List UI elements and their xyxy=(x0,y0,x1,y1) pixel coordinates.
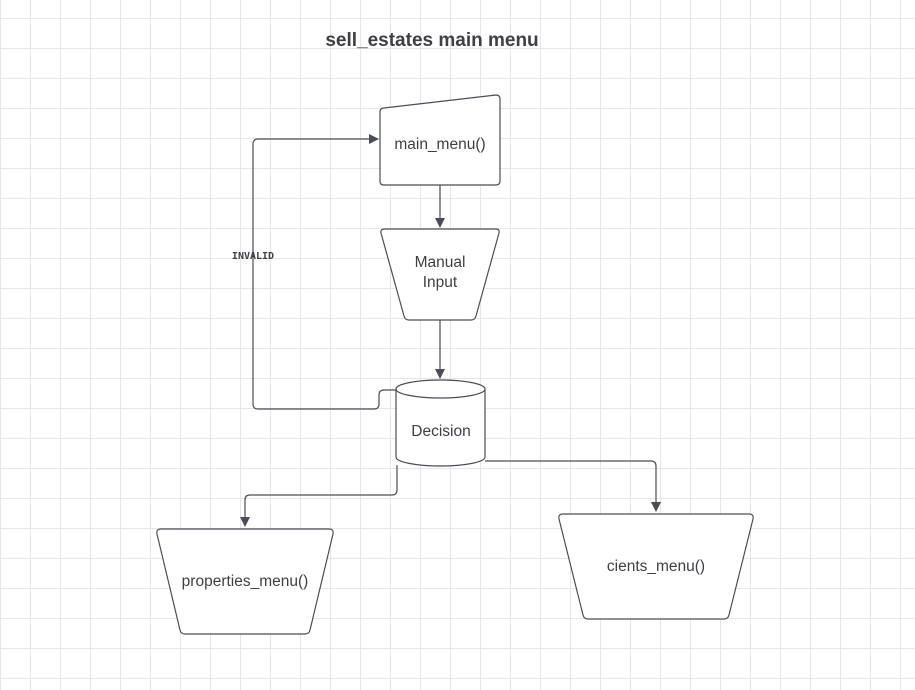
node-decision[interactable]: Decision xyxy=(395,379,486,467)
main-menu-shape[interactable] xyxy=(379,94,501,186)
arrowhead-input-to-decision xyxy=(435,369,445,379)
edge-decision-to-properties[interactable] xyxy=(244,465,398,518)
invalid-edge-label: INVALID xyxy=(232,251,274,262)
arrowhead-main-to-input xyxy=(435,218,445,228)
arrowhead-decision-to-properties xyxy=(240,517,250,527)
manual-input-label-line1: Manual xyxy=(415,254,466,271)
node-clients-menu[interactable]: cients_menu() xyxy=(558,513,754,620)
edge-invalid-loop[interactable] xyxy=(252,138,396,410)
arrowhead-invalid-loop xyxy=(369,134,379,144)
edge-decision-to-clients[interactable] xyxy=(485,460,657,503)
manual-input-shape[interactable] xyxy=(380,228,500,321)
decision-cylinder-body[interactable] xyxy=(395,389,486,467)
decision-cylinder-top xyxy=(395,379,486,399)
edges: INVALID xyxy=(232,134,661,527)
manual-input-label-line2: Input xyxy=(423,274,458,291)
node-manual-input[interactable]: Manual Input xyxy=(380,228,500,321)
clients-menu-shape[interactable] xyxy=(558,513,754,620)
properties-menu-shape[interactable] xyxy=(156,528,334,635)
properties-menu-label: properties_menu() xyxy=(182,573,309,590)
arrowhead-decision-to-clients xyxy=(651,502,661,512)
node-main-menu[interactable]: main_menu() xyxy=(379,94,501,186)
clients-menu-label: cients_menu() xyxy=(607,558,705,575)
diagram-title: sell_estates main menu xyxy=(325,30,538,51)
node-properties-menu[interactable]: properties_menu() xyxy=(156,528,334,635)
decision-label: Decision xyxy=(411,423,470,440)
main-menu-label: main_menu() xyxy=(394,136,485,153)
